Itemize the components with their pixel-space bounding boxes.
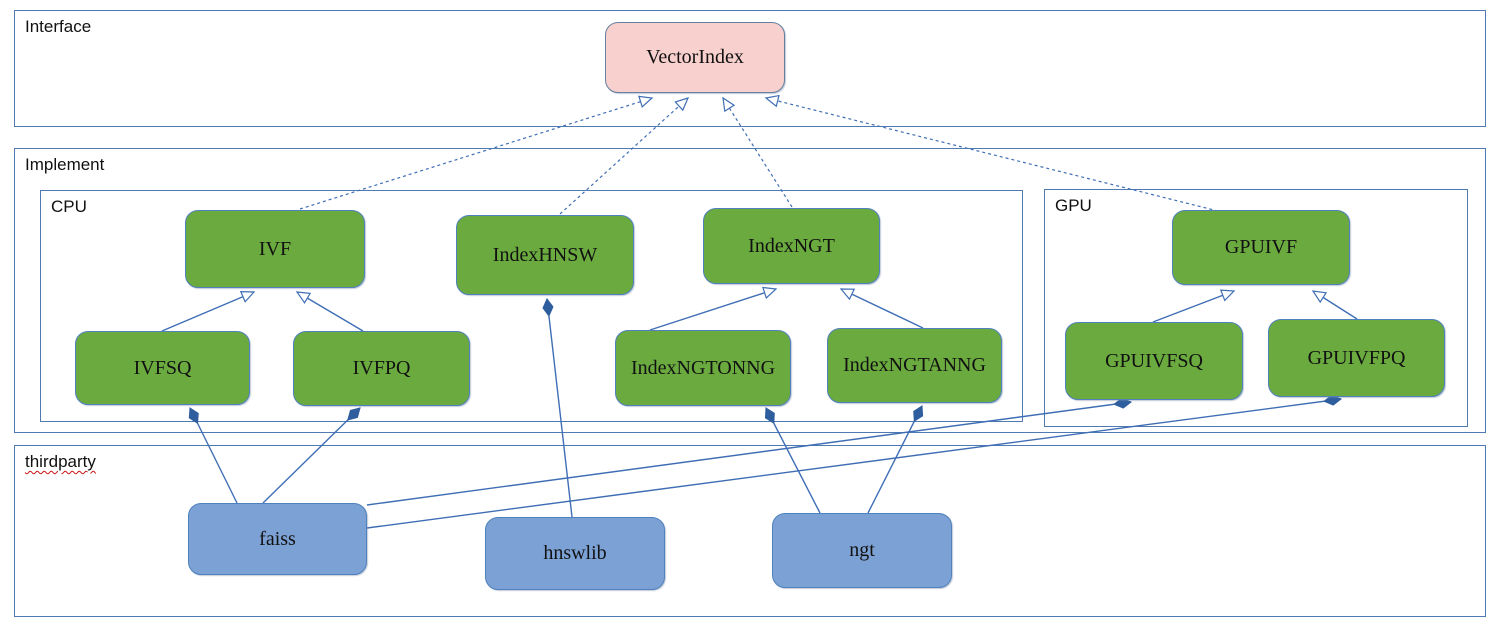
container-gpu-label: GPU bbox=[1055, 196, 1092, 215]
container-interface-label: Interface bbox=[25, 17, 92, 36]
edge-gpuivfsq-gpuivf[interactable] bbox=[1152, 289, 1236, 323]
edge-faiss-ivfsq[interactable] bbox=[188, 407, 238, 504]
edge-indexngtanng-indexngt[interactable] bbox=[839, 288, 924, 329]
edge-hnswlib-indexhnsw[interactable] bbox=[542, 298, 573, 518]
node-ngt[interactable]: ngt bbox=[772, 513, 952, 588]
node-gpuivfpq[interactable]: GPUIVFPQ bbox=[1268, 319, 1445, 397]
node-indexngtanng-label: IndexNGTANNG bbox=[843, 354, 986, 376]
edge-ngt-indexngtanng[interactable] bbox=[867, 405, 924, 514]
edge-ivfpq-ivf[interactable] bbox=[295, 291, 364, 332]
node-ngt-label: ngt bbox=[849, 539, 875, 561]
node-indexngtonng-label: IndexNGTONNG bbox=[630, 356, 776, 379]
container-thirdparty-label: thirdparty bbox=[25, 452, 96, 471]
edge-indexhnsw-vectorindex[interactable] bbox=[559, 97, 690, 215]
node-hnswlib-label: hnswlib bbox=[543, 542, 607, 564]
edge-gpuivfpq-gpuivf[interactable] bbox=[1311, 290, 1358, 320]
node-gpuivfpq-label: GPUIVFPQ bbox=[1307, 346, 1406, 369]
node-vectorindex[interactable]: VectorIndex bbox=[605, 22, 785, 93]
edge-faiss-gpuivfsq[interactable] bbox=[366, 397, 1132, 506]
edge-faiss-gpuivfpq[interactable] bbox=[366, 394, 1342, 529]
node-indexhnsw[interactable]: IndexHNSW bbox=[456, 215, 634, 295]
node-faiss[interactable]: faiss bbox=[188, 503, 367, 575]
node-indexngt[interactable]: IndexNGT bbox=[703, 208, 880, 284]
node-gpuivf[interactable]: GPUIVF bbox=[1172, 210, 1350, 285]
node-ivfpq-label: IVFPQ bbox=[352, 357, 411, 379]
node-gpuivfsq-label: GPUIVFSQ bbox=[1105, 349, 1203, 372]
node-ivf[interactable]: IVF bbox=[185, 210, 365, 288]
container-implement-label: Implement bbox=[25, 155, 105, 174]
node-ivfpq[interactable]: IVFPQ bbox=[293, 331, 470, 406]
edge-ngt-indexngtonng[interactable] bbox=[764, 407, 821, 514]
edge-gpuivf-vectorindex[interactable] bbox=[764, 94, 1219, 212]
node-ivf-label: IVF bbox=[258, 237, 292, 260]
edge-indexngt-vectorindex[interactable] bbox=[722, 96, 793, 208]
node-indexngt-label: IndexNGT bbox=[748, 234, 835, 257]
node-faiss-label: faiss bbox=[259, 527, 296, 550]
node-indexngtanng[interactable]: IndexNGTANNG bbox=[827, 328, 1002, 403]
node-vectorindex-label: VectorIndex bbox=[646, 46, 744, 68]
edge-indexngtonng-indexngt[interactable] bbox=[649, 286, 778, 331]
container-cpu-label: CPU bbox=[51, 197, 87, 216]
node-indexhnsw-label: IndexHNSW bbox=[492, 243, 598, 266]
node-ivfsq-label: IVFSQ bbox=[133, 356, 192, 379]
node-ivfsq[interactable]: IVFSQ bbox=[75, 331, 250, 405]
edge-faiss-ivfpq[interactable] bbox=[262, 407, 361, 504]
edge-ivf-vectorindex[interactable] bbox=[299, 95, 654, 210]
node-gpuivf-label: GPUIVF bbox=[1224, 236, 1298, 258]
edge-ivfsq-ivf[interactable] bbox=[161, 290, 256, 332]
node-indexngtonng[interactable]: IndexNGTONNG bbox=[615, 330, 791, 406]
node-gpuivfsq[interactable]: GPUIVFSQ bbox=[1065, 322, 1243, 400]
node-hnswlib[interactable]: hnswlib bbox=[485, 517, 665, 590]
